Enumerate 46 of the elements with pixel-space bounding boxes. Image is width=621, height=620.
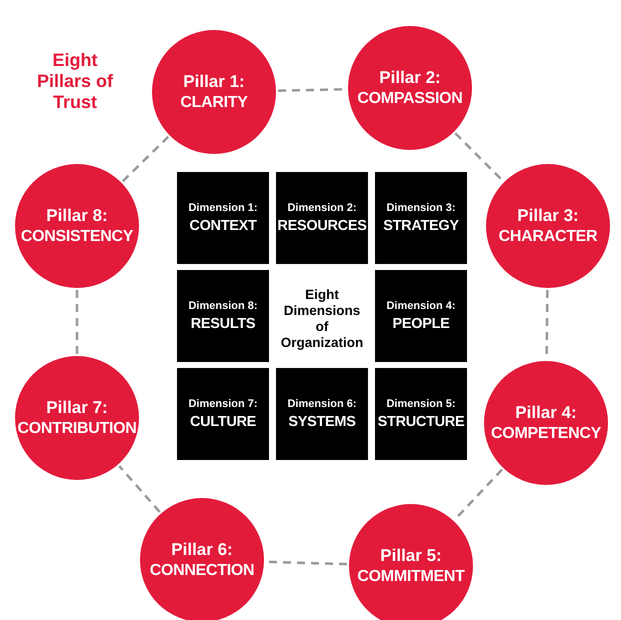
dimension-square xyxy=(177,270,269,362)
node-heading: Pillar 2: xyxy=(379,66,441,88)
node-heading: Dimension 1: xyxy=(188,200,258,216)
node-title: CONTRIBUTION xyxy=(17,418,137,438)
node-title: CULTURE xyxy=(190,412,256,432)
node-title: PEOPLE xyxy=(392,314,450,334)
node-heading: Dimension 3: xyxy=(386,200,456,216)
node-title: CONTEXT xyxy=(189,216,257,236)
dashed-connector xyxy=(122,136,170,182)
node-title: COMMITMENT xyxy=(357,566,465,586)
node-heading: Dimension 8: xyxy=(188,298,258,314)
dashed-connector xyxy=(118,465,161,513)
node-title: STRATEGY xyxy=(383,216,459,236)
node-heading: Pillar 7: xyxy=(46,396,108,418)
node-title: CONNECTION xyxy=(150,560,254,580)
node-title: CLARITY xyxy=(180,92,248,112)
node-heading: Dimension 2: xyxy=(287,200,357,216)
node-title: COMPETENCY xyxy=(491,424,601,444)
diagram-title: Eight Pillars of Trust xyxy=(36,50,114,113)
dimension-square xyxy=(276,368,368,460)
dashed-connector xyxy=(76,290,78,354)
dimension-square xyxy=(177,172,269,264)
dimension-square xyxy=(375,368,467,460)
node-heading: Dimension 4: xyxy=(386,298,456,314)
center-label: Eight Dimensions of Organization xyxy=(280,287,364,351)
dimension-square xyxy=(276,172,368,264)
node-heading: Dimension 5: xyxy=(386,396,456,412)
node-heading: Dimension 6: xyxy=(287,396,357,412)
node-title: CONSISTENCY xyxy=(20,226,134,246)
node-heading: Pillar 4: xyxy=(515,402,577,422)
node-title: RESOURCES xyxy=(277,216,367,236)
node-heading: Pillar 3: xyxy=(517,204,579,226)
dashed-connector xyxy=(454,132,504,182)
dimension-square xyxy=(375,270,467,362)
node-title: SYSTEMS xyxy=(288,412,356,432)
node-heading: Pillar 8: xyxy=(46,204,108,226)
node-title: COMPASSION xyxy=(357,88,463,108)
node-heading: Dimension 7: xyxy=(188,396,258,412)
node-title: STRUCTURE xyxy=(378,412,464,432)
node-heading: Pillar 5: xyxy=(380,544,442,566)
node-heading: Pillar 6: xyxy=(171,538,233,560)
node-title: RESULTS xyxy=(190,314,256,334)
node-title: CHARACTER xyxy=(498,226,598,246)
dimension-square xyxy=(177,368,269,460)
node-heading: Pillar 1: xyxy=(183,70,245,92)
dimension-square xyxy=(375,172,467,264)
